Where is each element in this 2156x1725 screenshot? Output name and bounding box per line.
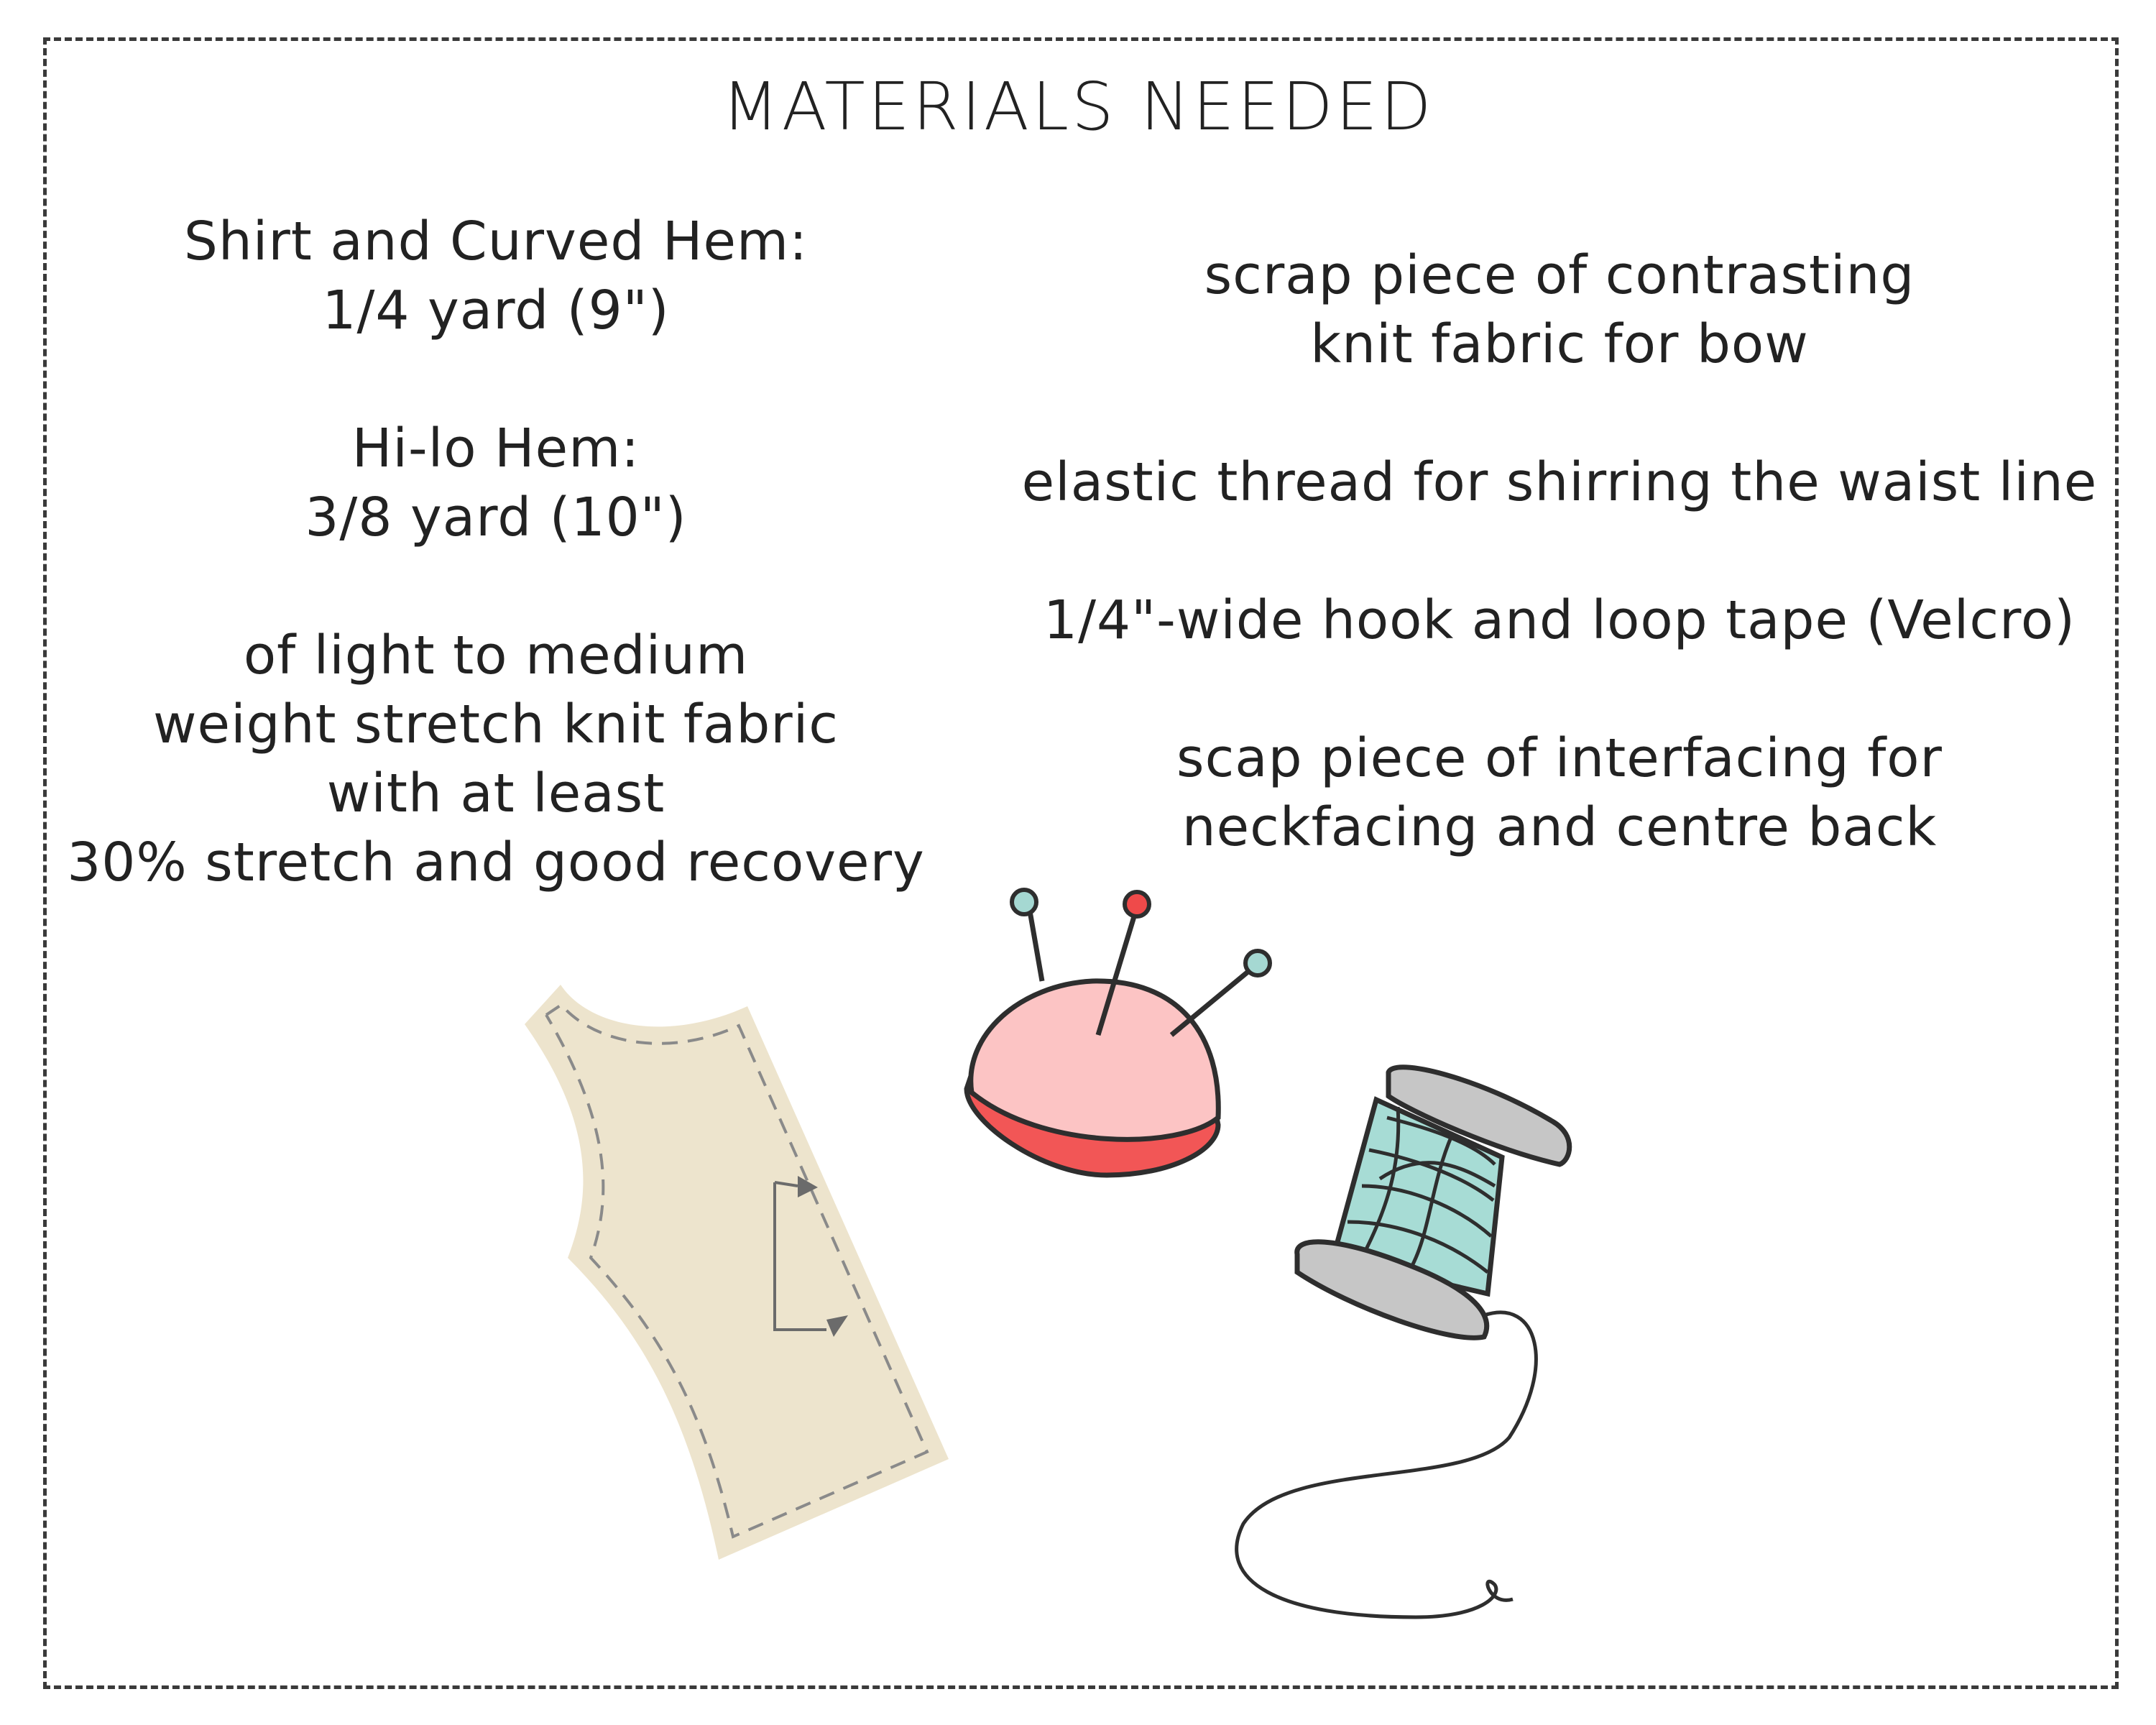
fabric-description-line: of light to medium — [243, 625, 749, 686]
right-materials-column: scrap piece of contrasting knit fabric f… — [1006, 241, 2113, 862]
thread-spool-icon — [1235, 1064, 1572, 1619]
fabric-description-line: 30% stretch and good recovery — [67, 832, 925, 893]
interfacing-line: scap piece of interfacing for — [1176, 727, 1943, 789]
shirt-hem-label: Shirt and Curved Hem: — [183, 211, 808, 272]
pattern-piece-icon — [525, 985, 949, 1560]
bow-fabric-line: scrap piece of contrasting — [1204, 244, 1915, 306]
fabric-description-line: weight stretch knit fabric — [153, 694, 839, 755]
bow-fabric-line: knit fabric for bow — [1310, 313, 1809, 375]
dashed-border-frame — [43, 37, 2119, 1689]
pin-cushion-icon — [964, 888, 1272, 1178]
hook-loop-tape-item: 1/4"-wide hook and loop tape (Velcro) — [1044, 589, 2076, 651]
interfacing-line: neckfacing and centre back — [1181, 796, 1938, 858]
hilo-hem-amount: 3/8 yard (10") — [305, 487, 687, 548]
hilo-hem-label: Hi-lo Hem: — [351, 418, 640, 479]
shirt-hem-amount: 1/4 yard (9") — [322, 280, 670, 341]
fabric-description-line: with at least — [326, 763, 665, 824]
left-materials-column: Shirt and Curved Hem: 1/4 yard (9") Hi-l… — [57, 207, 934, 897]
page-title: MATERIALS NEEDED — [722, 68, 1434, 145]
elastic-thread-item: elastic thread for shirring the waist li… — [1021, 451, 2098, 513]
